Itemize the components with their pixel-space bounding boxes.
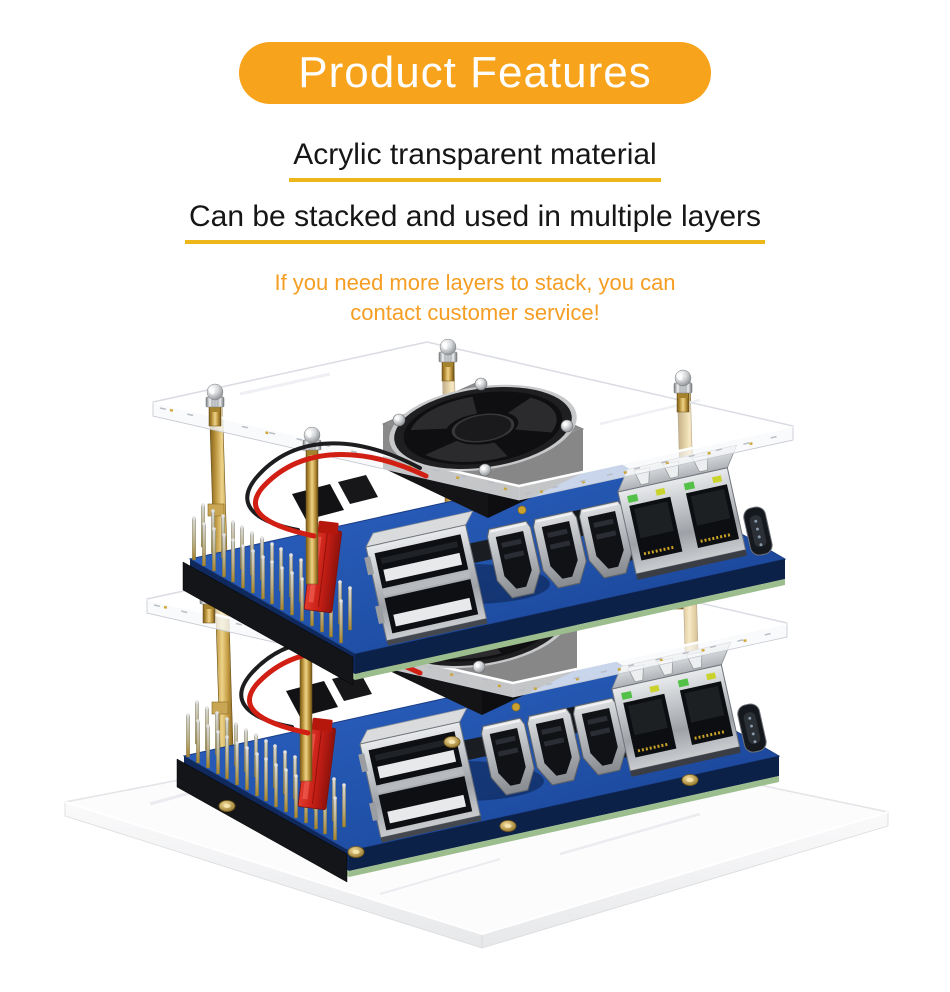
feature-line-2: Can be stacked and used in multiple laye… xyxy=(0,200,950,244)
feature-line-1: Acrylic transparent material xyxy=(0,138,950,182)
product-photo-illustration xyxy=(64,334,889,949)
product-photo xyxy=(0,334,950,954)
product-features-banner: Product Features xyxy=(239,42,711,104)
note-text: If you need more layers to stack, you ca… xyxy=(0,268,950,328)
feature-2-text: Can be stacked and used in multiple laye… xyxy=(185,200,765,244)
banner-label: Product Features xyxy=(298,48,652,97)
note-line-1: If you need more layers to stack, you ca… xyxy=(274,270,676,295)
page: Product Features Acrylic transparent mat… xyxy=(0,42,950,954)
feature-1-text: Acrylic transparent material xyxy=(289,138,661,182)
note-line-2: contact customer service! xyxy=(350,300,600,325)
